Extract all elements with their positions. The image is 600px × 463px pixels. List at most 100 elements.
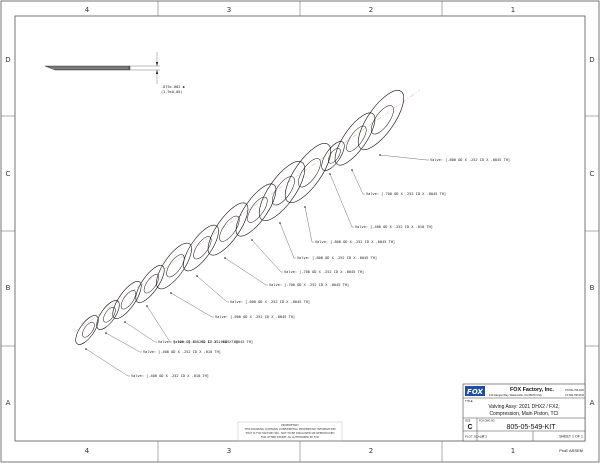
sheet-size: C [467, 424, 472, 431]
valve-outer-edge [284, 143, 332, 203]
drawing-title-line-2: Compression, Main Piston, TCI [489, 411, 558, 417]
valve-leader-line [105, 332, 142, 353]
title-label: TITLE [465, 399, 473, 403]
valve-outer-edge [75, 315, 99, 345]
valve-inner-bore [371, 105, 394, 135]
proprietary-heading: PROPRIETARY [281, 423, 299, 427]
zone-row-right-3: A [590, 399, 595, 407]
valve-outer-edge [321, 141, 345, 171]
valve-leader-line [379, 154, 429, 161]
valve-inner-bore [193, 236, 212, 260]
valve-leader-line [304, 206, 314, 243]
zone-row-left-3: A [6, 399, 11, 407]
valve-leader-line [170, 292, 214, 318]
proprietary-body-1: THIS DRAWING CONTAINS CONFIDENTIAL PROPR… [245, 427, 336, 431]
proprietary-notice: PROPRIETARY THIS DRAWING CONTAINS CONFID… [237, 421, 343, 442]
valve-leader-line [279, 222, 296, 259]
company-phone-2: FX 831-768-9312 [565, 394, 584, 397]
valve-callout-label: Valve: [.600 OD X .252 ID X .0045 TH] [230, 300, 310, 304]
valve-leader-dot [251, 239, 253, 241]
thickness-dimension-label: .075±.002 ◆ (1,9±0,05) [161, 85, 187, 94]
zone-row-left-0: D [5, 56, 10, 64]
size-label: SIZE [465, 420, 471, 423]
valve-leader-dot [170, 292, 172, 294]
valve-outer-edge [96, 300, 120, 330]
valve-leader-dot [351, 169, 353, 171]
zone-col-top-0: 4 [85, 6, 90, 14]
stack-axis-line [73, 89, 421, 333]
zone-col-top-3: 1 [511, 6, 515, 14]
valve-outer-edge [156, 242, 192, 290]
valve-outer-edge [112, 281, 142, 319]
valve-outer-edge [235, 183, 277, 237]
zone-row-right-1: C [590, 170, 595, 178]
drawing-title-line-1: Valving Assy: 2021 DHX2 / FX2, [488, 404, 559, 410]
valve-leader-line [146, 305, 172, 343]
proprietary-body-2: THAT IS FOX FACTORY INC. NOT TO BE DISCL… [245, 431, 334, 435]
plot-scale-value: 4:1 [482, 435, 487, 439]
zone-row-left-1: C [6, 170, 11, 178]
valve-leader-dot [224, 257, 226, 259]
valve-callout-label: Valve: [.500 OD X .252 ID X .0045 TH] [158, 340, 238, 344]
valve-inner-bore [120, 290, 136, 310]
valve-callout-label: Valve: [.700 OD X .252 ID X .0045 TH] [284, 270, 364, 274]
valve-leader-line [124, 321, 157, 343]
valve-outer-edge [357, 90, 405, 150]
valve-callout-label: Valve: [.400 OD X .252 ID X .010 TH] [355, 225, 433, 229]
valve-leader-dot [105, 332, 107, 334]
stack-side-view [44, 52, 160, 84]
exploded-valve-stack [75, 90, 405, 345]
valve-inner-bore [346, 125, 367, 152]
valve-callout-label: Valve: [.400 OD X .252 ID X .010 TH] [143, 350, 221, 354]
valve-leader-dot [379, 154, 381, 156]
valve-leader-dot [85, 348, 87, 350]
valve-outer-edge [207, 202, 249, 256]
valve-callout-label: Valve: [.800 OD X .252 ID X .0045 TH] [430, 158, 510, 162]
plot-scale-label: PLOT SCALE [465, 435, 483, 439]
valve-leader-line [351, 169, 365, 195]
dwg-no-label: FOX DWG NO. [479, 420, 496, 423]
zone-col-top-2: 2 [369, 6, 373, 14]
valve-callout-label: Valve: [.700 OD X .252 ID X .0045 TH] [269, 283, 349, 287]
company-name: FOX Factory, Inc. [510, 387, 554, 393]
valve-inner-bore [82, 322, 95, 338]
valve-leader-dot [279, 222, 281, 224]
zone-row-right-2: B [590, 284, 595, 292]
valve-leader-dot [304, 206, 306, 208]
valve-leader-dot [329, 173, 331, 175]
proe-assem-tag: ProE ASSEM [559, 448, 583, 453]
company-phone-1: PH 831-768-1100 [565, 389, 584, 392]
drawing-number: 805-05-549-KIT [506, 424, 556, 431]
svg-text:FOX: FOX [467, 388, 483, 396]
sheet-number: SHEET 1 OF 1 [559, 435, 583, 439]
valve-inner-bore [298, 158, 321, 188]
valve-leader-dot [196, 275, 198, 277]
valve-callout-label: Valve: [.800 OD X .252 ID X .0045 TH] [315, 240, 395, 244]
inner-border [14, 15, 586, 442]
valve-inner-bore [143, 274, 159, 294]
valve-callout-label: Valve: [.600 OD X .252 ID X .0045 TH] [215, 315, 295, 319]
fox-logo: FOX [465, 386, 485, 396]
valve-outer-edge [258, 161, 306, 221]
valve-leader-line [329, 173, 354, 228]
title-block: FOX FOX Factory, Inc. 130 Hangar Way, Wa… [462, 383, 586, 442]
valve-leader-line [251, 239, 283, 273]
zone-col-top-1: 3 [227, 6, 231, 14]
valve-inner-bore [166, 254, 185, 278]
valve-inner-bore [219, 215, 240, 242]
zone-col-bottom-1: 3 [227, 447, 231, 455]
zone-col-bottom-2: 2 [369, 447, 373, 455]
proprietary-body-3: FOR OTHER EXCEPT AS AUTHORIZED BY FOX [261, 435, 319, 439]
valve-inner-bore [328, 148, 341, 164]
valve-leader-dot [146, 305, 148, 307]
valve-callouts: Valve: [.400 OD X .252 ID X .010 TH] Valv… [85, 154, 510, 378]
company-address: 130 Hangar Way, Watsonville, CA 95076 US… [489, 393, 542, 397]
valve-leader-line [85, 348, 130, 377]
zone-col-bottom-3: 1 [511, 447, 515, 455]
valve-outer-edge [183, 224, 219, 272]
valve-inner-bore [103, 307, 116, 323]
valve-callout-label: Valve: [.700 OD X .252 ID X .0045 TH] [366, 192, 446, 196]
